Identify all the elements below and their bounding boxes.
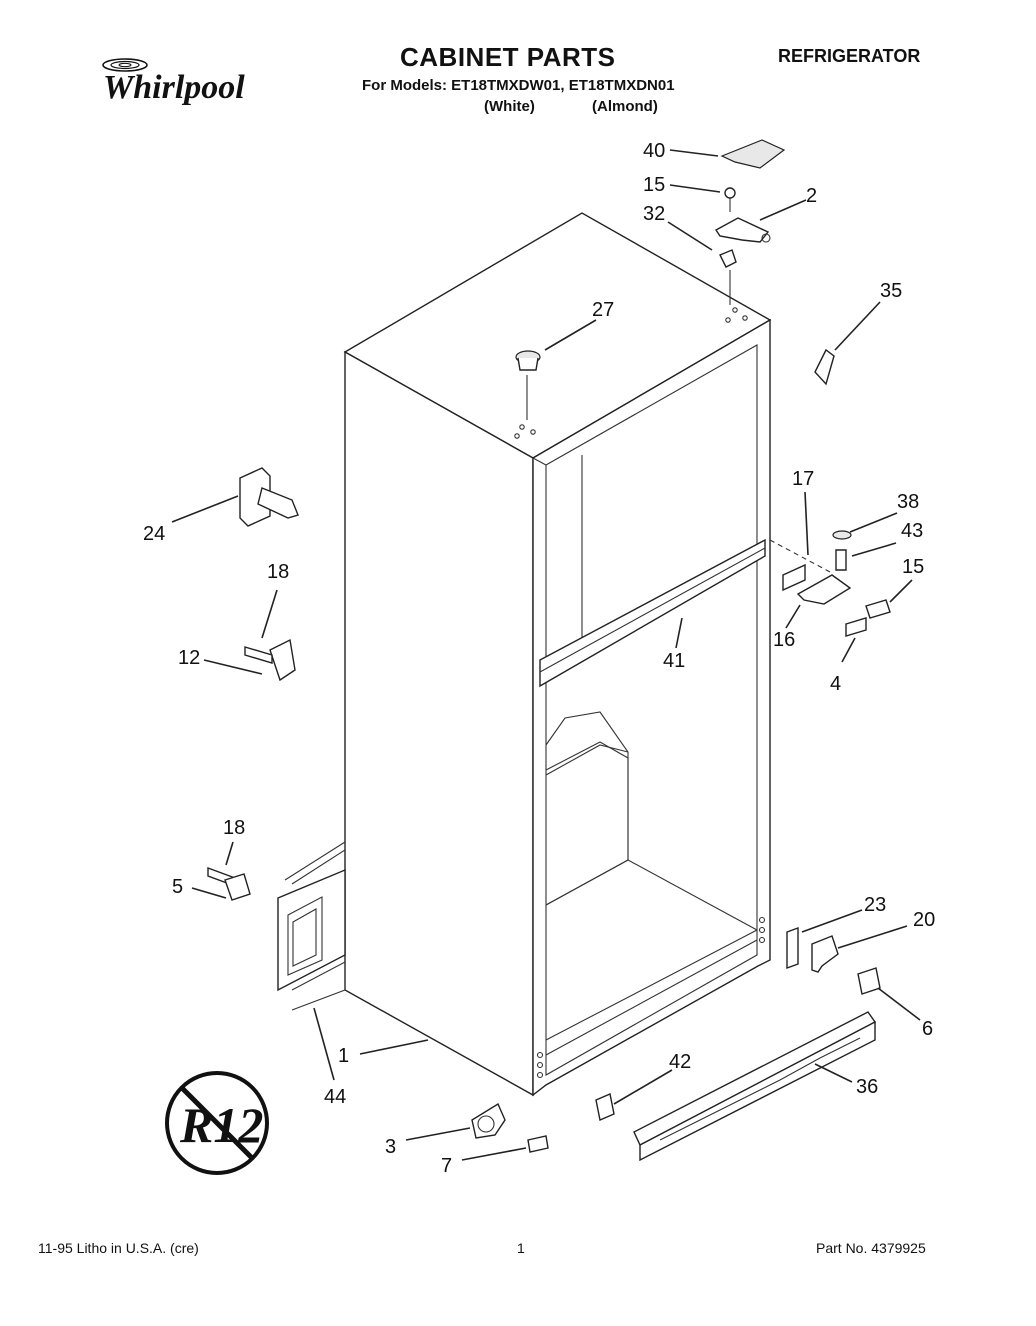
- callout-35: 35: [880, 280, 902, 302]
- callout-24: 24: [143, 523, 165, 545]
- color-almond-label: (Almond): [592, 98, 658, 115]
- callout-12: 12: [178, 647, 200, 669]
- callout-1: 1: [338, 1045, 349, 1067]
- top-plug: [515, 350, 541, 420]
- brand-wordmark: Whirlpool: [103, 69, 245, 106]
- part-number: Part No. 4379925: [816, 1240, 926, 1256]
- callout-3: 3: [385, 1136, 396, 1158]
- callout-41: 41: [663, 650, 685, 672]
- part-7-screw: [527, 1135, 549, 1153]
- callout-23: 23: [864, 894, 886, 916]
- callout-27: 27: [592, 299, 614, 321]
- top-hinge-assembly: [714, 139, 786, 305]
- page-title: CABINET PARTS: [400, 42, 616, 72]
- toe-grille: [633, 1011, 877, 1162]
- callout-7: 7: [441, 1155, 452, 1177]
- callout-44: 44: [324, 1086, 346, 1108]
- callout-38: 38: [897, 491, 919, 513]
- r12-badge: R12: [165, 1071, 269, 1175]
- callout-20: 20: [913, 909, 935, 931]
- part-42-clip: [595, 1093, 615, 1121]
- part-24-bolt: [239, 467, 299, 527]
- callout-17: 17: [792, 468, 814, 490]
- callout-6: 6: [922, 1018, 933, 1040]
- callout-5: 5: [172, 876, 183, 898]
- page-number: 1: [517, 1240, 525, 1256]
- callout-2: 2: [806, 185, 817, 207]
- callout-36: 36: [856, 1076, 878, 1098]
- center-hinge-assembly: [769, 530, 891, 637]
- part-5-hinge-pin: [207, 866, 251, 901]
- callout-18: 18: [223, 817, 245, 839]
- cabinet-body: [343, 212, 772, 1097]
- callout-16: 16: [773, 629, 795, 651]
- whirlpool-logo: Whirlpool: [102, 58, 245, 106]
- callout-32: 32: [643, 203, 665, 225]
- callout-42: 42: [669, 1051, 691, 1073]
- callout-4: 4: [830, 673, 841, 695]
- callout-18: 18: [267, 561, 289, 583]
- callout-43: 43: [901, 520, 923, 542]
- part-3-leveler: [471, 1102, 506, 1139]
- model-list: For Models: ET18TMXDW01, ET18TMXDN01: [362, 77, 675, 94]
- callout-40: 40: [643, 140, 665, 162]
- callout-15: 15: [902, 556, 924, 578]
- rear-access-panel: [277, 841, 346, 1011]
- footer-print-info: 11-95 Litho in U.S.A. (cre): [38, 1240, 199, 1256]
- product-type: REFRIGERATOR: [778, 46, 921, 66]
- callout-15: 15: [643, 174, 665, 196]
- part-12-bracket: [244, 638, 296, 682]
- part-35-clip: [814, 348, 835, 386]
- leader-lines: [171, 149, 921, 1161]
- color-white-label: (White): [484, 98, 535, 115]
- lower-hinge-assembly: [786, 927, 881, 995]
